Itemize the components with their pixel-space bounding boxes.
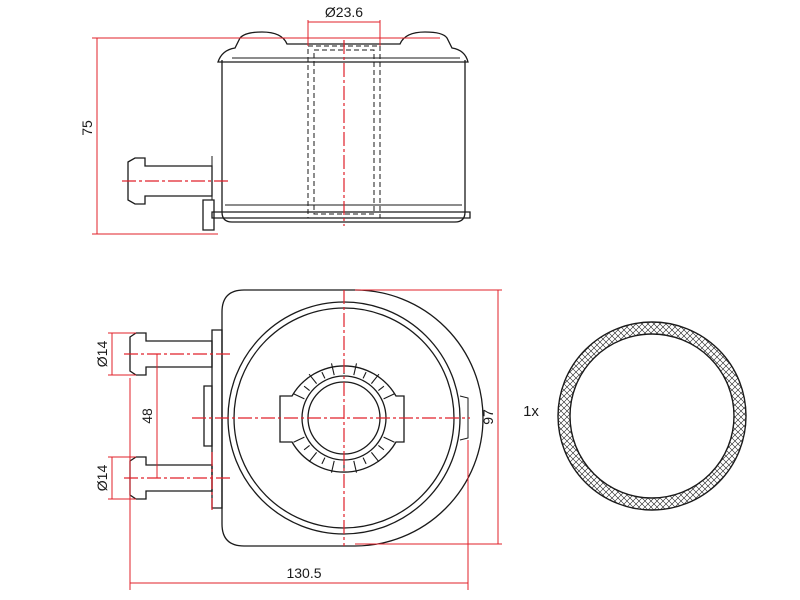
upper-port-pipe bbox=[129, 332, 213, 376]
bore-diameter-label: Ø23.6 bbox=[325, 4, 363, 20]
filter-rib bbox=[303, 385, 310, 392]
top-view: Ø14 Ø14 48 97 130.5 bbox=[94, 289, 502, 590]
upper-port-diameter-label: Ø14 bbox=[94, 341, 110, 368]
side-view-cap-outline bbox=[217, 31, 469, 63]
height-label: 75 bbox=[79, 120, 95, 136]
filter-rib bbox=[362, 371, 367, 379]
side-view-mounting-tab bbox=[202, 199, 215, 231]
side-view-base-flange bbox=[211, 211, 471, 219]
gasket-quantity-label: 1x bbox=[523, 403, 539, 420]
filter-rib bbox=[303, 444, 310, 451]
filter-rib bbox=[308, 373, 318, 384]
filter-rib bbox=[293, 436, 305, 443]
filter-element-outline bbox=[279, 365, 405, 473]
side-view-body-outline bbox=[221, 60, 466, 223]
filter-rib bbox=[293, 393, 305, 400]
filter-rib bbox=[383, 393, 395, 400]
top-view-housing-outline bbox=[221, 289, 484, 547]
filter-rib bbox=[370, 373, 380, 384]
filter-rib bbox=[321, 371, 326, 379]
filter-rib bbox=[330, 363, 335, 376]
filter-rib bbox=[370, 452, 380, 463]
filter-rib bbox=[362, 457, 367, 465]
filter-rib bbox=[378, 385, 385, 392]
side-view: Ø23.6 75 bbox=[79, 4, 471, 235]
top-view-side-tab bbox=[203, 385, 213, 447]
filter-rib bbox=[308, 452, 318, 463]
lower-port-diameter-label: Ø14 bbox=[94, 465, 110, 492]
filter-rib bbox=[383, 436, 395, 443]
body-height-label: 97 bbox=[480, 409, 496, 425]
top-view-mounting-plate bbox=[211, 329, 223, 509]
filter-rib bbox=[378, 444, 385, 451]
filter-rib bbox=[353, 363, 358, 376]
gasket-ring-hatched bbox=[557, 321, 747, 511]
filter-rib bbox=[330, 460, 335, 473]
filter-rib bbox=[353, 460, 358, 473]
lower-port-pipe bbox=[129, 456, 213, 500]
overall-length-label: 130.5 bbox=[286, 565, 321, 581]
port-spacing-label: 48 bbox=[139, 408, 155, 424]
filter-rib bbox=[321, 457, 326, 465]
gasket-ring: 1x bbox=[523, 321, 747, 511]
